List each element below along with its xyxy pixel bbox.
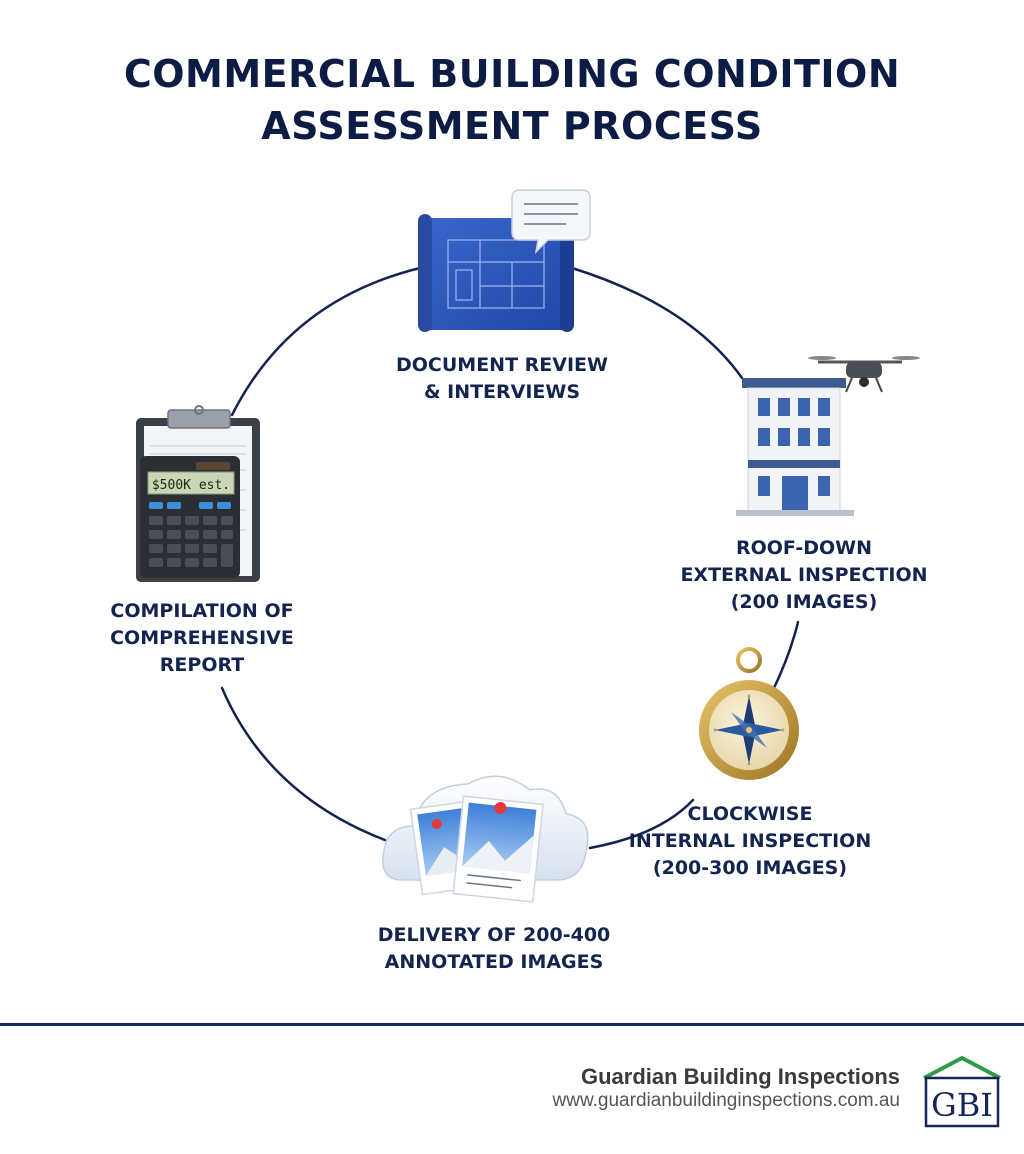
arc-delivery-to-report (220, 686, 387, 842)
step-label-line: COMPILATION OF (110, 600, 294, 622)
step-label-line: ROOF-DOWN (736, 537, 872, 559)
step-label-line: DOCUMENT REVIEW (396, 354, 608, 376)
arc-internal-to-delivery (588, 798, 695, 850)
step-label-line: (200 IMAGES) (730, 591, 878, 613)
step-label-line: COMPREHENSIVE (110, 627, 294, 649)
step-image-delivery-label: DELIVERY OF 200-400 ANNOTATED IMAGES (344, 922, 644, 976)
photo-front-icon (452, 795, 544, 903)
step-label-line: DELIVERY OF 200-400 (377, 924, 611, 946)
step-label-line: REPORT (159, 654, 245, 676)
compass-icon (699, 647, 799, 780)
gbi-logo: GBI (923, 1056, 1001, 1128)
step-external-inspection-label: ROOF-DOWN EXTERNAL INSPECTION (200 IMAGE… (644, 535, 964, 616)
step-label-line: CLOCKWISE (687, 803, 813, 825)
calculator-clipboard-icon: $500K est. (136, 405, 260, 582)
step-internal-inspection-label: CLOCKWISE INTERNAL INSPECTION (200-300 I… (600, 801, 900, 882)
step-label-line: INTERNAL INSPECTION (628, 830, 872, 852)
company-name: Guardian Building Inspections (580, 1064, 900, 1089)
cloud-photos-icon (382, 775, 589, 903)
speech-bubble-icon (511, 189, 591, 255)
logo-roof-icon (923, 1056, 1001, 1080)
calculator-display-text: $500K est. (152, 478, 230, 493)
title-line-2: ASSESSMENT PROCESS (261, 104, 763, 148)
drone-icon (808, 356, 920, 393)
company-url[interactable]: www.guardianbuildinginspections.com.au (552, 1090, 900, 1111)
title-line-1: COMMERCIAL BUILDING CONDITION (123, 52, 901, 96)
blueprint-icon (418, 189, 591, 332)
step-label-line: & INTERVIEWS (423, 381, 581, 403)
footer-divider (0, 1023, 1024, 1026)
cycle-connectors (220, 266, 800, 850)
arc-report-to-review (230, 266, 422, 417)
arc-review-to-external (570, 266, 744, 380)
step-report-compilation-label: COMPILATION OF COMPREHENSIVE REPORT (82, 598, 322, 679)
arc-external-to-internal (771, 620, 800, 692)
step-label-line: (200-300 IMAGES) (652, 857, 848, 879)
step-document-review-label: DOCUMENT REVIEW & INTERVIEWS (372, 352, 632, 406)
step-label-line: ANNOTATED IMAGES (384, 951, 604, 973)
logo-text: GBI (931, 1086, 993, 1124)
step-label-line: EXTERNAL INSPECTION (680, 564, 928, 586)
building-drone-icon (736, 356, 920, 516)
page-title: COMMERCIAL BUILDING CONDITION ASSESSMENT… (0, 48, 1024, 152)
